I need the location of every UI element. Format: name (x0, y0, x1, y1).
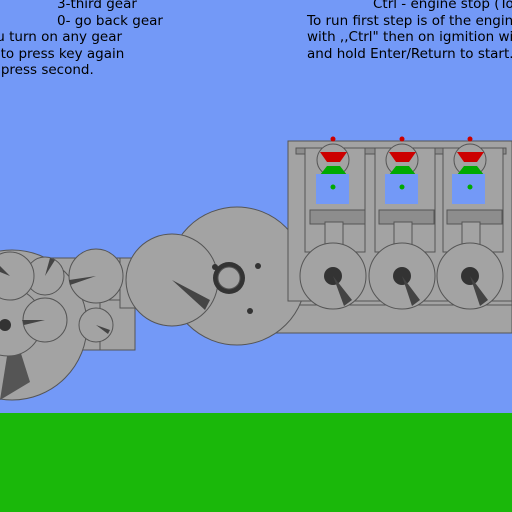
instruction-line: and hold Enter/Return to start. (307, 45, 512, 62)
flywheel-gear (125, 206, 307, 346)
cylinder-1 (299, 136, 367, 310)
gear-train-left (0, 248, 124, 401)
instruction-line: with ,,Ctrl" then on igmition with (307, 29, 512, 45)
instruction-line: n press second. (0, 62, 94, 78)
cylinder-3 (436, 136, 504, 310)
ground (0, 413, 512, 512)
instruction-line: e to press key again (0, 45, 125, 62)
cylinder-2 (368, 136, 436, 310)
instructions-right: Ctrl - engine stop (Too To run first ste… (307, 0, 512, 62)
instruction-line: 0- go back gear (57, 12, 163, 29)
instruction-line: ou turn on any gear (0, 29, 123, 45)
instruction-line: To run first step is of the engine (307, 12, 512, 29)
instruction-line: Ctrl - engine stop (Too (373, 0, 512, 12)
instructions-left: 3-third gear 0- go back gear ou turn on … (0, 0, 163, 79)
instruction-line: 3-third gear (57, 0, 137, 12)
